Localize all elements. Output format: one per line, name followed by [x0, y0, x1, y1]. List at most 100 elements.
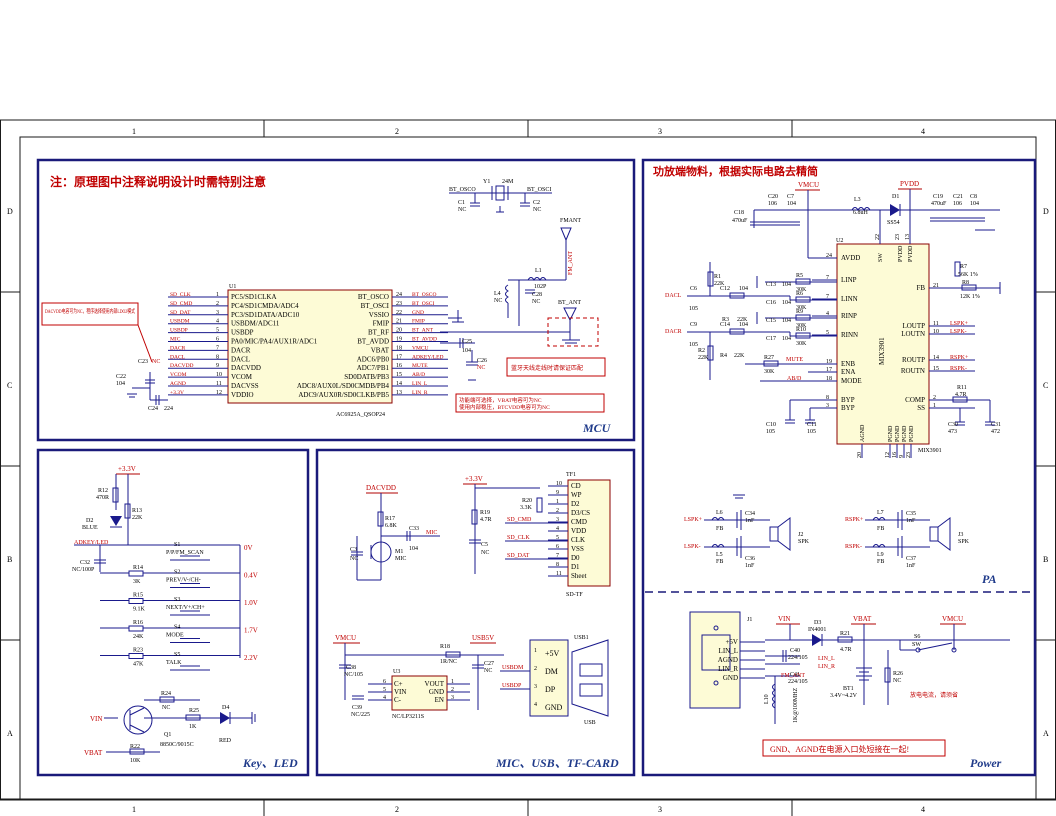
r10-value: 30K — [796, 341, 807, 347]
c38-value: NC/105 — [344, 672, 363, 678]
u1-pin-number: 23 — [396, 301, 402, 307]
c16-value: 104 — [782, 300, 791, 306]
usb-vmcu-net: VMCU — [335, 634, 356, 642]
u1-pin-name: PC4/SD1CMDA/ADC4 — [231, 302, 299, 310]
row-label-d: D — [7, 207, 13, 216]
key-switch-ref: S5 — [174, 652, 180, 658]
speaker-j3-icon — [929, 526, 939, 542]
y1-osco-net: BT_OSCO — [449, 187, 476, 193]
c33-value: 104 — [409, 546, 418, 552]
c37-ref: C37 — [906, 556, 916, 562]
c41-ref: C41 — [790, 672, 800, 678]
u3-pin-number: 3 — [451, 695, 454, 701]
key-resistor-ref: R15 — [133, 593, 143, 599]
r8-value: 12K 1% — [960, 294, 980, 300]
r10-ref: R10 — [796, 327, 806, 333]
c15-value: 104 — [782, 318, 791, 324]
r13-ref: R13 — [132, 508, 142, 514]
tf-pin-name: VSS — [571, 545, 584, 553]
key-resistor-value: 47K — [133, 662, 144, 668]
r24-ref: R24 — [161, 691, 171, 697]
row-label-a: A — [7, 729, 13, 738]
r3-value: 22K — [737, 317, 748, 323]
key-switch-label: P/P/FM_SCAN — [166, 550, 204, 556]
c27-ref: C27 — [484, 661, 494, 667]
tf-pin-number: 8 — [556, 562, 559, 568]
r6-value: 30K — [796, 305, 807, 311]
u1-net-label: ADKEY/LED — [412, 354, 443, 360]
usb5v-net: USB5V — [472, 634, 494, 642]
u1-pin-number: 24 — [396, 292, 402, 298]
u1-pin-number: 2 — [216, 301, 219, 307]
usb-pin-number: 3 — [534, 684, 537, 690]
m1-value: MIC — [395, 556, 406, 562]
vbat-note-2: 使用内部稳压，BTCVDD电容可为NC — [459, 403, 550, 411]
u1-net-label: BT_AVDD — [412, 337, 437, 343]
y1-value: 24M — [502, 179, 514, 185]
y1-ref: Y1 — [483, 179, 490, 185]
u1-pin-name: USBDM/ADC11 — [231, 320, 280, 328]
u3-pin-number: 1 — [451, 679, 454, 685]
c34-ref: C34 — [745, 511, 755, 517]
key-switch-ref: S4 — [174, 625, 180, 631]
l3-ref: L3 — [854, 197, 861, 203]
pwr-vbat-net: VBAT — [853, 615, 872, 623]
fm-antenna: FMANT FM_ANT L1 102P L4 NC C28 NC — [494, 218, 581, 326]
u2-pin-name: PGND — [909, 425, 915, 442]
u2-pin-name: PVDD — [898, 245, 904, 262]
j3-value: SPK — [958, 539, 970, 545]
row-label-b: B — [7, 555, 12, 564]
key-switch-label: NEXT/V+/CH+ — [166, 605, 205, 611]
u2-pin-number: 24 — [826, 253, 832, 259]
q1-value: 8850C/9015C — [160, 742, 194, 748]
tf-pin-name: CMD — [571, 518, 587, 526]
r8-ref: R8 — [962, 280, 969, 286]
u2-net-label: RSPK+ — [950, 355, 969, 361]
l5-ref: L5 — [716, 552, 723, 558]
r17-ref: R17 — [385, 516, 395, 522]
u1-pin-number: 22 — [396, 310, 402, 316]
l4-ref: L4 — [494, 291, 501, 297]
tf-card-body — [567, 479, 611, 587]
c10-value: 105 — [766, 429, 775, 435]
u3-pin-name: GND — [429, 688, 444, 696]
j1-ref: J1 — [747, 617, 752, 623]
u1-pin-name: ADC9/AUX0R/SD0CLKB/PB5 — [298, 391, 389, 399]
u2-pin-number: 14 — [933, 355, 939, 361]
c5-value: NC — [481, 550, 489, 556]
j1-pin-name: LIN_L — [719, 647, 738, 655]
u1-pin-name: VDDIO — [231, 391, 254, 399]
c28-value: NC — [532, 299, 540, 305]
l7-value: FB — [877, 526, 884, 532]
tf-pin-name: D2 — [571, 500, 580, 508]
u2-pin-name: COMP — [905, 396, 925, 404]
tf-pin-name: D0 — [571, 554, 580, 562]
r13-value: 22K — [132, 515, 143, 521]
r25-value: 1K — [189, 724, 197, 730]
u1-pin-name: BT_RF — [368, 329, 389, 337]
c32-ref: C32 — [80, 560, 90, 566]
u2-pin-name: SS — [917, 404, 925, 412]
r1-ref: R1 — [714, 274, 721, 280]
u1-pin-number: 7 — [216, 345, 219, 351]
u2-net-label: LSPK+ — [950, 321, 969, 327]
u2-name: MIX3901 — [878, 337, 886, 365]
u1-net-label: VMCU — [412, 345, 429, 351]
lin-r-net: LIN_R — [818, 664, 835, 670]
l4-value: NC — [494, 298, 502, 304]
mic-frame — [315, 448, 636, 777]
u1-pin-name: DACR — [231, 346, 251, 354]
j2-value: SPK — [798, 539, 810, 545]
u2-net-label: LSPK- — [950, 329, 967, 335]
u1-net-label: USBDM — [170, 319, 190, 325]
power-title: Power — [970, 756, 1002, 770]
u1-net-label: SD_CMD — [170, 301, 192, 307]
mic-block: MIC、USB、TF-CARD DACVDD R17 6.8K C33 104 … — [333, 472, 619, 770]
col-label-1: 1 — [132, 127, 136, 136]
c22-ref: C22 — [116, 374, 126, 380]
key-block: Key、LED +3.3V R12 470R R13 22K D2 BLUE A… — [72, 465, 298, 770]
u1-net-label: LIN_R — [412, 390, 428, 396]
u3-pin-name: EN — [435, 696, 444, 704]
